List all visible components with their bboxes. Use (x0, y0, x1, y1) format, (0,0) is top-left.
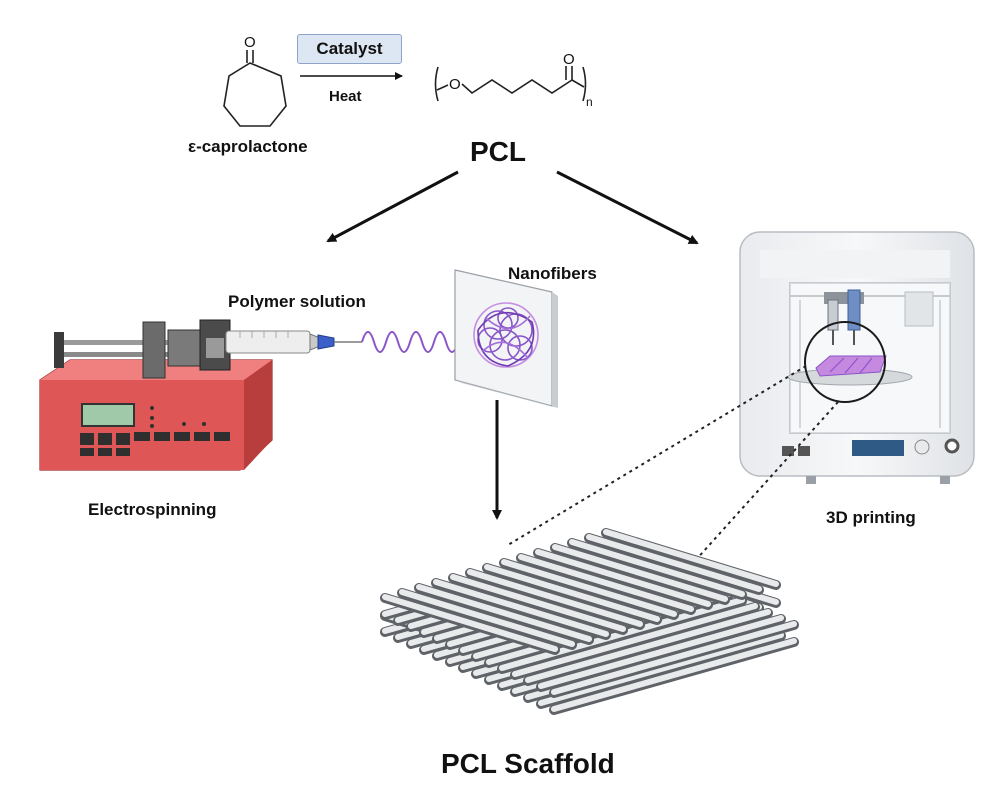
zoom-circle (804, 321, 886, 403)
scaffold-rod-highlight (399, 589, 575, 647)
catalyst-box: Catalyst (297, 34, 402, 64)
scaffold-rod-highlight (586, 534, 762, 592)
pcl-scaffold-label: PCL Scaffold (441, 748, 615, 779)
scaffold-rod-highlight (538, 632, 784, 706)
scaffold-rod-highlight (484, 564, 660, 622)
printed-scaffold-part (815, 355, 887, 377)
scaffold-rod-highlight (551, 638, 797, 712)
scaffold-rod-highlight (535, 549, 711, 607)
scaffold-rod-highlight (416, 584, 592, 642)
scaffold-rod-highlight (450, 574, 626, 632)
carbonyl-oxygen-right: O (563, 51, 575, 68)
carbonyl-oxygen-left: O (244, 34, 256, 51)
nanofibers-label: Nanofibers (508, 264, 597, 283)
arrow-to-electrospinning (326, 170, 459, 243)
scaffold-rod-highlight (525, 609, 771, 683)
caprolactone-structure (223, 50, 287, 127)
scaffold-rod-highlight (569, 539, 745, 597)
scaffold-rod-highlight (552, 544, 728, 602)
scaffold-rod-highlight (512, 603, 758, 677)
pcl-polymer-structure (434, 66, 587, 102)
scaffold-rod-highlight (603, 529, 779, 587)
pcl-title: PCL (470, 136, 526, 167)
syringe-pump-illustration (39, 319, 362, 471)
repeat-subscript: n (586, 95, 593, 109)
polymer-solution-label: Polymer solution (228, 292, 366, 311)
catalyst-label: Catalyst (316, 39, 383, 58)
pump-display (81, 403, 135, 427)
scaffold-rod-highlight (433, 579, 609, 637)
scaffold-rod-highlight (467, 569, 643, 627)
zoom-line-upper (507, 365, 807, 546)
pcl-scaffold-illustration (380, 528, 799, 715)
ester-oxygen: O (449, 76, 461, 93)
arrow-to-3d-printing (556, 170, 699, 245)
scaffold-rod-highlight (518, 554, 694, 612)
scaffold-rod-highlight (538, 615, 784, 689)
3d-printing-label: 3D printing (826, 508, 916, 527)
collector-plate (454, 269, 558, 408)
fiber-jet (361, 329, 471, 353)
caprolactone-label: ε-caprolactone (188, 137, 308, 156)
3d-printer-illustration (739, 231, 975, 484)
scaffold-rod-highlight (382, 594, 558, 652)
scaffold-rod-highlight (551, 621, 797, 695)
scaffold-rod-highlight (501, 559, 677, 617)
nanofiber-mesh (473, 302, 539, 368)
heat-label: Heat (329, 88, 362, 105)
electrospinning-label: Electrospinning (88, 500, 217, 519)
